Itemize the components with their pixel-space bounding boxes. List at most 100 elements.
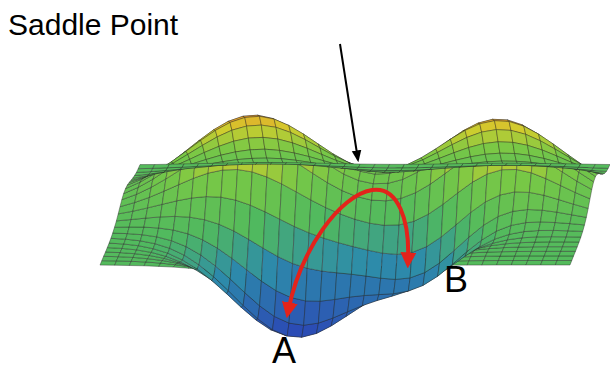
mesh-cell (256, 163, 273, 165)
mesh-cell (236, 150, 253, 160)
mesh-cell (115, 261, 132, 266)
mesh-cell (359, 164, 376, 168)
mesh-cell (285, 163, 302, 165)
mesh-cell (245, 116, 261, 126)
surface-mesh (100, 115, 610, 337)
mesh-cell (476, 163, 493, 166)
mesh-cell (563, 242, 580, 247)
mesh-cell (467, 261, 484, 266)
mesh-cell (559, 251, 576, 256)
mesh-cell (322, 238, 339, 273)
mesh-cell (432, 164, 449, 167)
mesh-cell (304, 301, 321, 325)
mesh-cell (355, 197, 372, 224)
mesh-cell (550, 237, 567, 242)
mesh-cell (173, 216, 190, 233)
mesh-cell (270, 163, 287, 165)
mesh-cell (276, 257, 293, 298)
mesh-cell (535, 237, 552, 242)
mesh-cell (190, 197, 207, 220)
mesh-cell (335, 273, 352, 300)
mesh-cell (366, 250, 383, 278)
mesh-cell (544, 251, 561, 256)
leader-line (340, 44, 358, 160)
mesh-cell (226, 163, 243, 165)
mesh-cell (212, 163, 229, 166)
mesh-cell (515, 170, 532, 193)
mesh-cell (373, 173, 390, 183)
mesh-cell (373, 164, 390, 168)
mesh-cell (348, 296, 365, 312)
mesh-cell (496, 130, 513, 143)
mesh-cell (557, 256, 574, 261)
mesh-cell (248, 137, 265, 149)
mesh-cell (278, 219, 295, 263)
mesh-cell (461, 163, 478, 166)
mesh-cell (498, 142, 514, 154)
mesh-cell (102, 256, 119, 261)
mesh-cell (500, 153, 517, 161)
mesh-cell (535, 163, 552, 166)
mesh-cell (206, 170, 223, 197)
mesh-cell (594, 164, 610, 168)
mesh-cell (333, 297, 350, 318)
mesh-cell (329, 163, 346, 166)
mesh-cell (542, 256, 559, 261)
mesh-cell (318, 299, 335, 323)
mesh-cell (221, 170, 238, 201)
mesh-cell (362, 295, 379, 306)
mesh-cell (555, 261, 572, 266)
mesh-cell (511, 261, 528, 266)
mesh-cell (219, 197, 236, 231)
mesh-cell (293, 227, 310, 269)
mesh-cell (513, 192, 530, 211)
mesh-cell (541, 261, 558, 266)
mesh-cell (364, 276, 381, 295)
mesh-cell (339, 214, 356, 247)
mesh-cell (234, 138, 251, 152)
mesh-cell (241, 163, 258, 165)
mesh-cell (344, 164, 361, 168)
mesh-cell (552, 230, 569, 236)
mesh-cell (337, 243, 354, 275)
mesh-cell (524, 222, 541, 232)
mesh-cell (526, 210, 543, 223)
mesh-cell (197, 163, 214, 166)
mesh-cell (500, 252, 517, 257)
mesh-cell (482, 261, 499, 266)
mesh-cell (159, 216, 176, 230)
mesh-cell (282, 155, 299, 192)
mesh-cell (497, 261, 513, 266)
mesh-cell (549, 164, 566, 167)
mesh-cell (484, 256, 501, 261)
mesh-cell (533, 242, 550, 247)
mesh-cell (350, 274, 367, 297)
saddle-label: Saddle Point (8, 10, 178, 40)
mesh-cell (383, 225, 400, 255)
mesh-cell (517, 247, 534, 252)
mesh-cell (548, 242, 565, 247)
mesh-cell (138, 165, 155, 169)
mesh-cell (261, 125, 278, 139)
mesh-cell (250, 149, 267, 158)
mesh-cell (531, 247, 548, 252)
mesh-cell (252, 158, 269, 163)
mesh-cell (168, 164, 185, 168)
mesh-cell (368, 223, 385, 253)
mesh-cell (505, 163, 522, 165)
mesh-cell (447, 164, 464, 167)
mesh-cell (144, 217, 161, 228)
mesh-cell (263, 137, 280, 150)
mesh-cell (203, 220, 220, 248)
mesh-cell (483, 142, 500, 155)
mesh-cell (250, 172, 267, 212)
mesh-cell (388, 164, 405, 168)
mesh-cell (485, 170, 502, 202)
mesh-cell (182, 164, 199, 168)
mesh-cell (320, 271, 337, 301)
mesh-cell (564, 164, 581, 167)
mesh-cell (353, 219, 370, 250)
mesh-cell (236, 170, 253, 206)
